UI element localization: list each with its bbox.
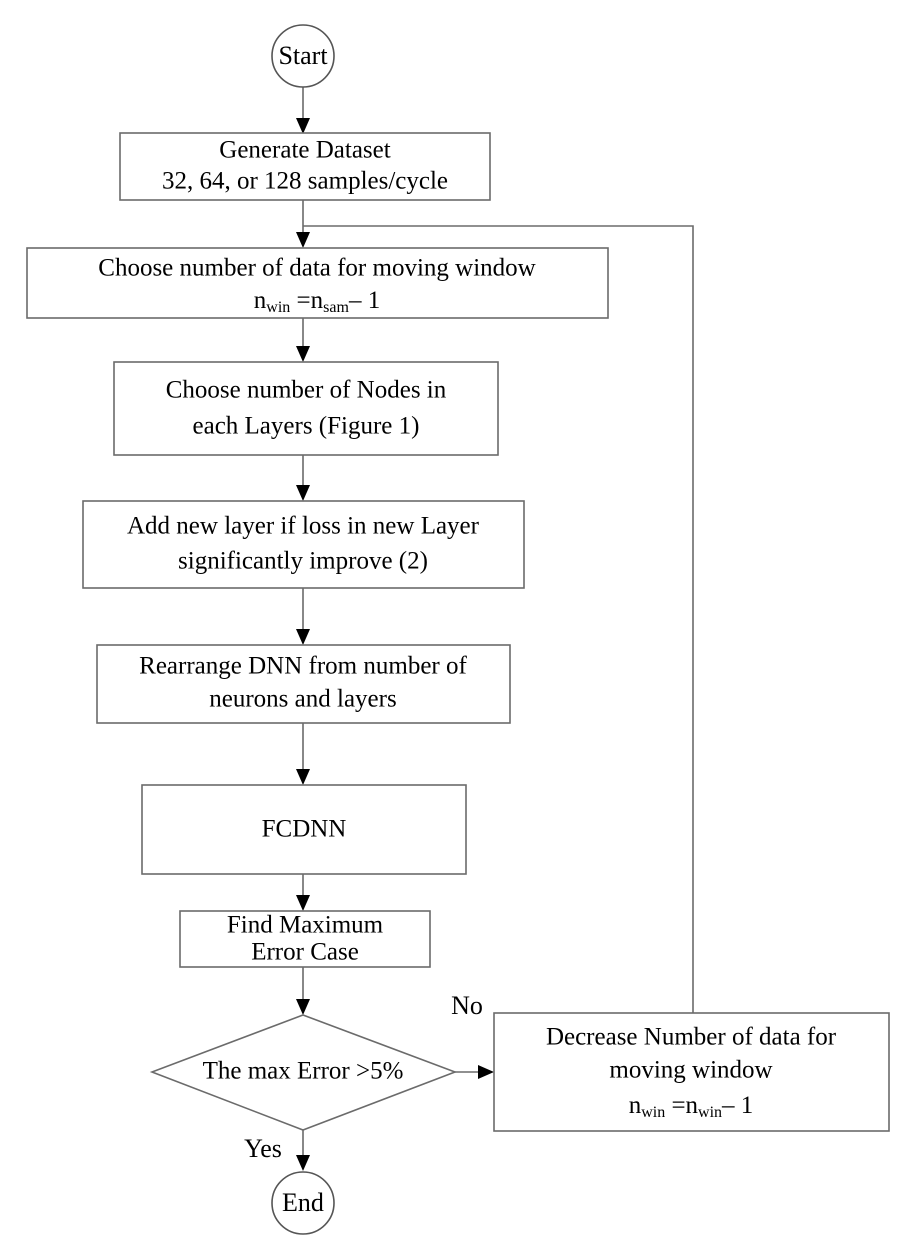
edge-label-yes: Yes xyxy=(244,1134,282,1163)
formula-sub-sam: sam xyxy=(323,299,349,316)
node-fcdnn-label: FCDNN xyxy=(262,816,347,843)
node-add-layer-line1: Add new layer if loss in new Layer xyxy=(127,513,480,540)
connector-fcdnn-to-findmax xyxy=(296,874,310,911)
formula-sub-win: win xyxy=(266,299,290,316)
node-rearrange-dnn-line2: neurons and layers xyxy=(209,686,396,713)
node-rearrange-dnn-line1: Rearrange DNN from number of xyxy=(139,653,467,680)
formula2-minus-one: – 1 xyxy=(721,1092,753,1119)
node-generate-dataset-line2: 32, 64, or 128 samples/cycle xyxy=(162,168,448,195)
node-rearrange-dnn[interactable]: Rearrange DNN from number of neurons and… xyxy=(96,644,511,724)
node-find-max-error-line2: Error Case xyxy=(251,939,359,966)
node-choose-nodes[interactable]: Choose number of Nodes in each Layers (F… xyxy=(113,361,499,456)
node-add-layer-line2: significantly improve (2) xyxy=(178,548,428,575)
node-start-label: Start xyxy=(278,41,328,70)
node-decrease-window-line1: Decrease Number of data for xyxy=(546,1024,837,1051)
edge-label-no: No xyxy=(451,991,483,1020)
node-decrease-window-formula: nwin =nwin– 1 xyxy=(629,1092,754,1121)
connector-decision-no xyxy=(455,1065,494,1079)
node-add-layer[interactable]: Add new layer if loss in new Layer signi… xyxy=(82,500,525,589)
node-start[interactable]: Start xyxy=(271,24,335,88)
node-find-max-error[interactable]: Find Maximum Error Case xyxy=(179,910,431,968)
node-end[interactable]: End xyxy=(271,1171,335,1235)
node-choose-window-formula: nwin =nsam– 1 xyxy=(254,287,380,316)
connector-start-to-generate xyxy=(296,87,310,134)
connector-generate-to-choosewindow xyxy=(296,200,310,248)
node-end-label: End xyxy=(282,1188,324,1217)
connector-addlayer-to-rearrange xyxy=(296,588,310,645)
node-find-max-error-line1: Find Maximum xyxy=(227,912,384,939)
connector-choosenodes-to-addlayer xyxy=(296,455,310,501)
node-generate-dataset-line1: Generate Dataset xyxy=(219,137,390,164)
node-choose-window-line1: Choose number of data for moving window xyxy=(98,255,535,282)
formula-minus-one: – 1 xyxy=(348,287,380,314)
formula-eq: =n xyxy=(290,287,323,314)
node-decision[interactable]: The max Error >5% xyxy=(149,1014,458,1131)
node-generate-dataset[interactable]: Generate Dataset 32, 64, or 128 samples/… xyxy=(119,132,491,201)
connector-feedback-loop xyxy=(303,225,694,1013)
node-decrease-window[interactable]: Decrease Number of data for moving windo… xyxy=(493,1012,890,1132)
connector-choosewindow-to-choosenodes xyxy=(296,318,310,362)
node-choose-nodes-line2: each Layers (Figure 1) xyxy=(193,413,420,440)
formula-n1: n xyxy=(254,287,267,314)
formula2-eq: =n xyxy=(665,1092,698,1119)
formula2-sub-win1: win xyxy=(641,1104,665,1121)
connector-rearrange-to-fcdnn xyxy=(296,723,310,785)
formula2-n1: n xyxy=(629,1092,642,1119)
connector-decision-yes xyxy=(296,1130,310,1171)
node-decrease-window-line2: moving window xyxy=(609,1057,772,1084)
node-decision-label: The max Error >5% xyxy=(203,1058,404,1085)
node-choose-nodes-line1: Choose number of Nodes in xyxy=(166,377,447,404)
formula2-sub-win2: win xyxy=(698,1104,722,1121)
node-choose-window[interactable]: Choose number of data for moving window … xyxy=(26,247,609,319)
connector-findmax-to-decision xyxy=(296,967,310,1015)
node-fcdnn[interactable]: FCDNN xyxy=(141,784,467,875)
